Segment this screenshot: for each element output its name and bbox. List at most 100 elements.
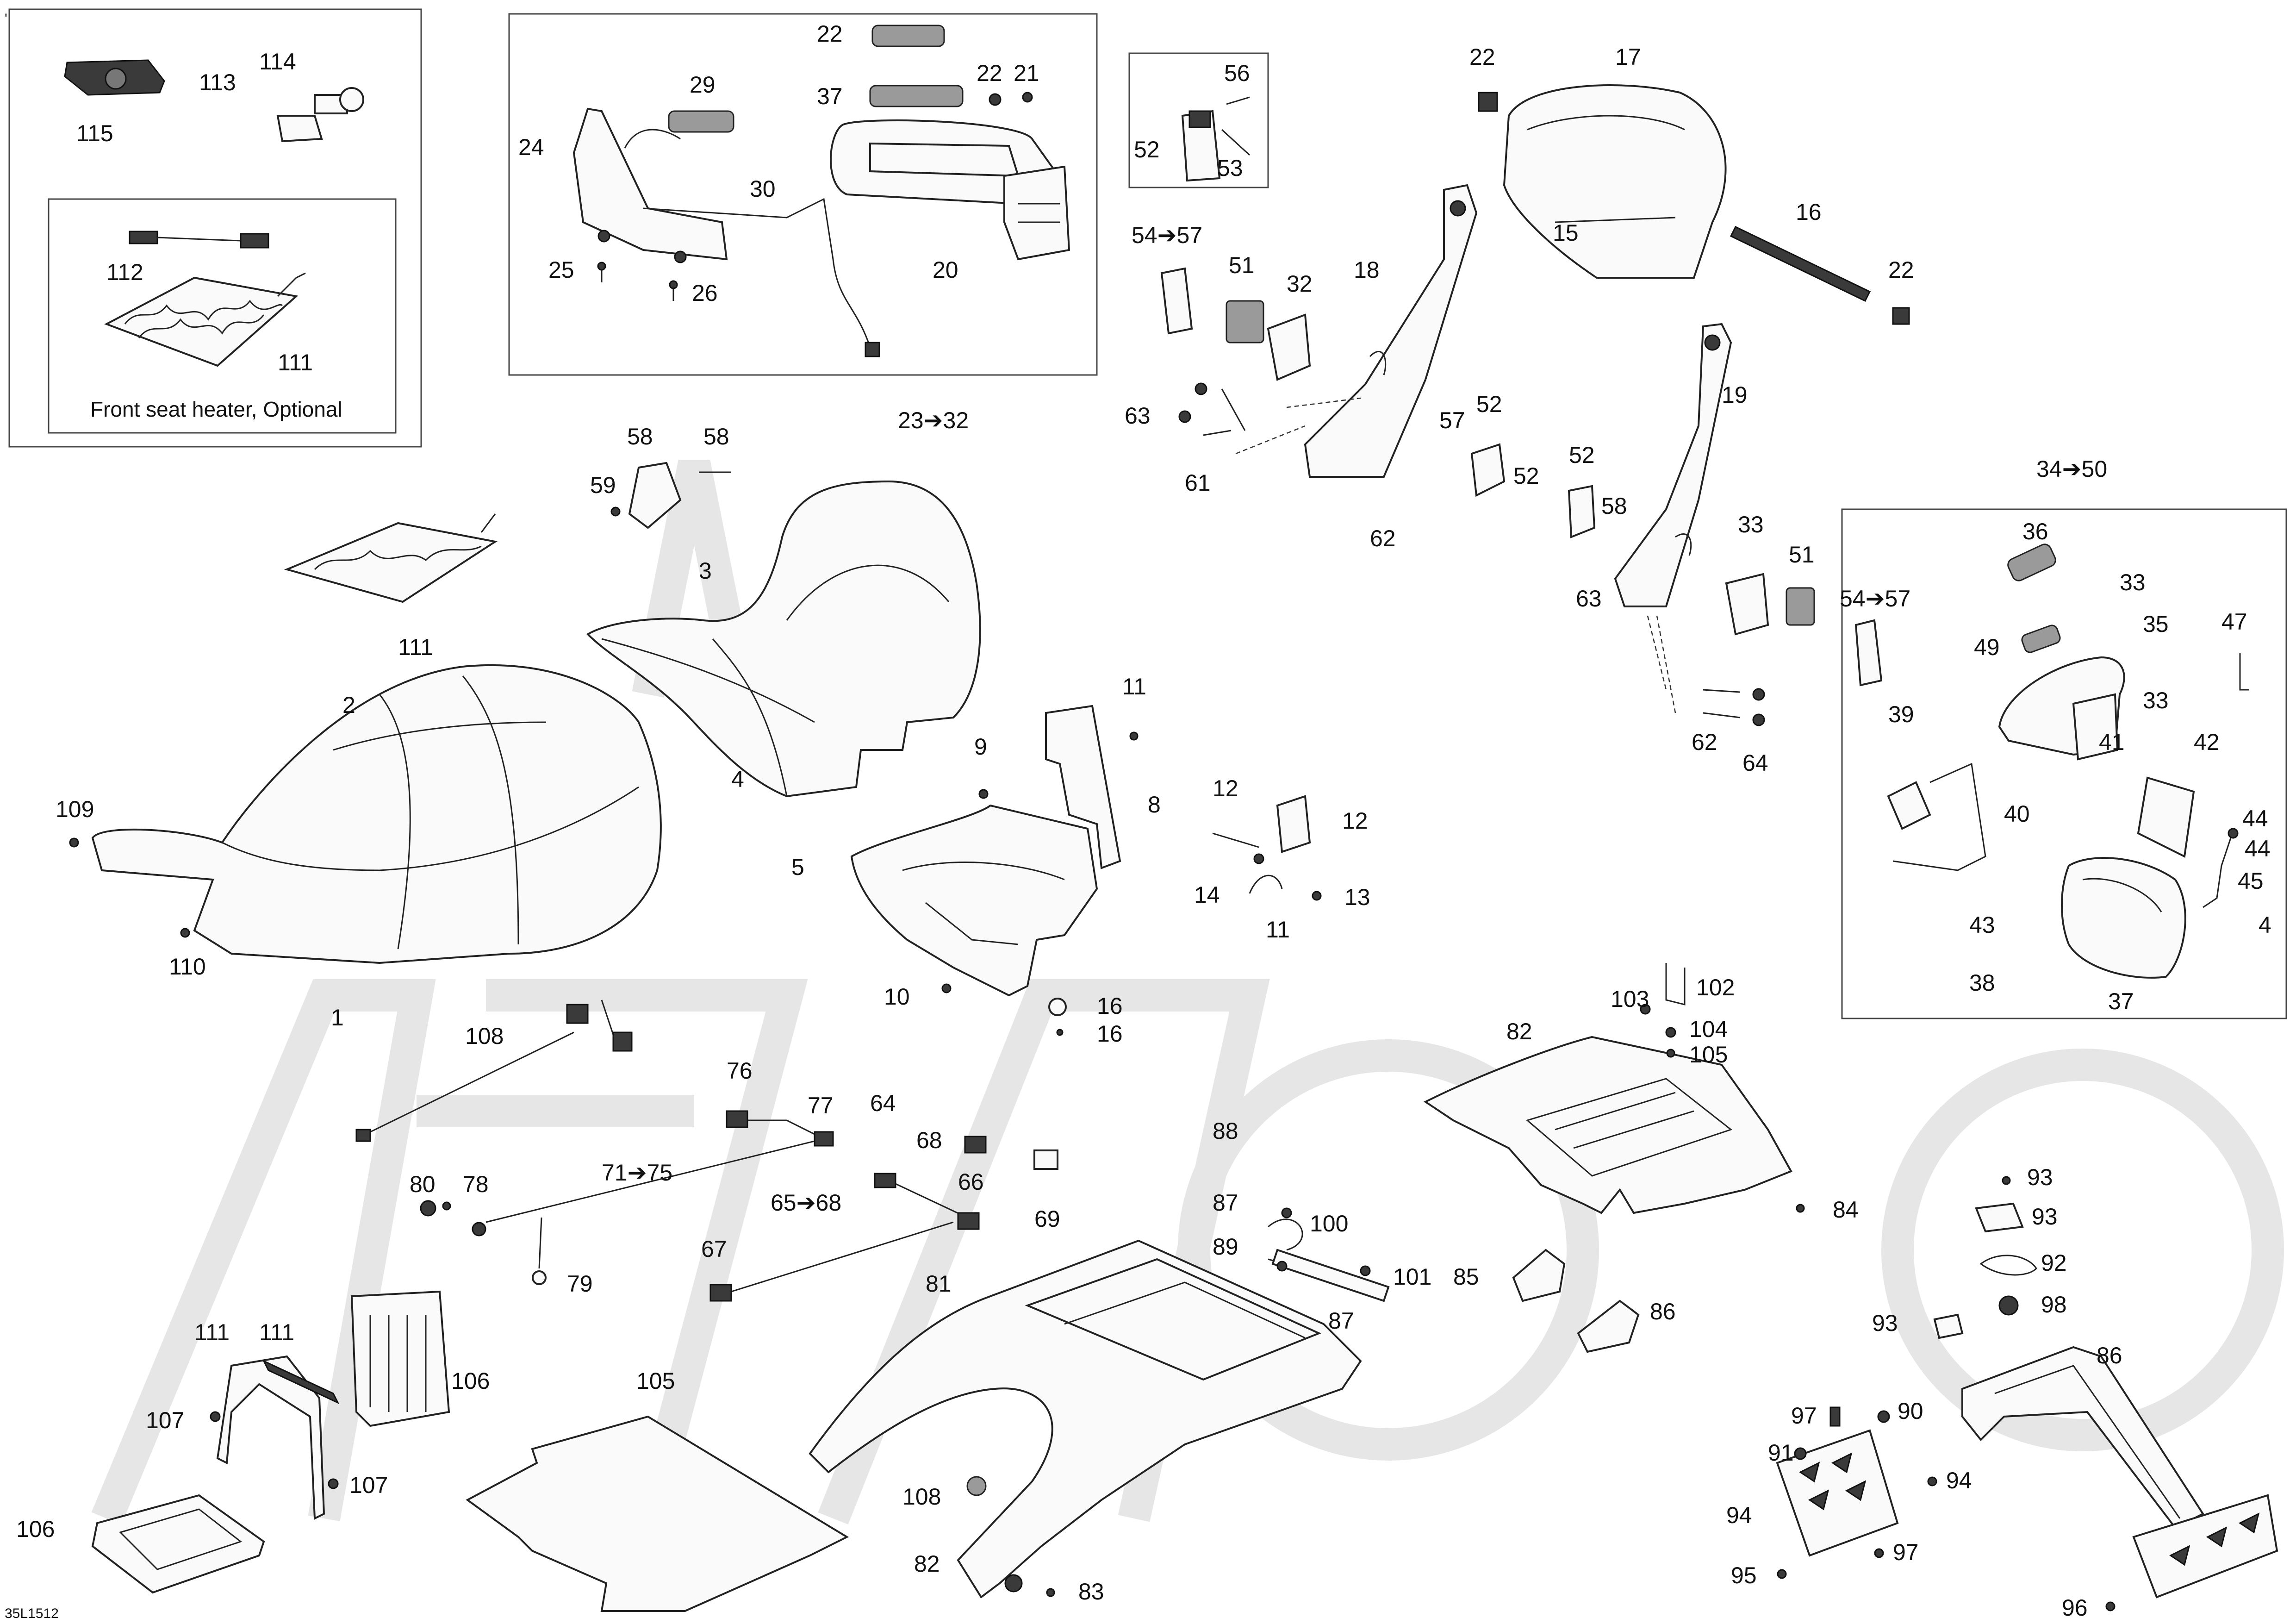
part-77-trunk-base <box>809 1239 1362 1599</box>
callout-82-b: 86 <box>1650 1299 1676 1324</box>
callout-86-a: 88 <box>1213 1118 1238 1144</box>
callout-64-b: 64 <box>1742 750 1768 776</box>
callout-105-a: 107 <box>146 1407 184 1433</box>
part-108-109-bracket <box>216 1355 340 1520</box>
callout-15: 16 <box>1097 993 1123 1019</box>
callout-58-a: 57 <box>1439 407 1465 433</box>
part-5-tray <box>850 804 1098 997</box>
callout-20: 18 <box>1354 257 1380 283</box>
callout-59: 58 <box>627 424 653 450</box>
callout-106: 108 <box>902 1484 941 1510</box>
part-45-47-cable <box>2203 828 2239 908</box>
callout-53: 52 <box>1513 463 1539 489</box>
callout-110: 108 <box>465 1023 504 1049</box>
callout-80: 83 <box>1078 1579 1104 1605</box>
part-111-heater-pad-large <box>284 513 498 603</box>
callout-81: 84 <box>1833 1197 1859 1223</box>
callout-94: 97 <box>1791 1403 1817 1429</box>
part-111-heater-pad-small <box>104 272 306 367</box>
callout-93-a: 94 <box>1946 1468 1972 1493</box>
part-83-lower-plate <box>2132 1494 2278 1599</box>
callout-97-a: 100 <box>1310 1211 1348 1237</box>
optional-caption: Front seat heater, Optional <box>90 397 342 421</box>
part-110-harness <box>355 999 633 1142</box>
part-6-plate <box>1045 705 1121 869</box>
callout-101: 105 <box>1689 1042 1728 1068</box>
callout-52-b: 52 <box>1569 442 1595 468</box>
reference-code: 35L1512 <box>5 1606 59 1621</box>
part-28-bracket <box>572 107 728 263</box>
part-103-box <box>350 1290 450 1427</box>
callout-42: 40 <box>2004 801 2030 827</box>
range-71-75: 71➔75 <box>602 1160 672 1186</box>
callout-104: 106 <box>16 1516 55 1542</box>
part-21-bracket <box>1614 323 1732 607</box>
callout-112: 112 <box>106 259 143 285</box>
callout-12: 12 <box>1213 775 1238 801</box>
part-55-clip <box>1181 110 1221 182</box>
callout-30: 29 <box>690 72 716 98</box>
part-98-101-ubolt <box>1640 963 1686 1058</box>
callout-9: 11 <box>1122 674 1146 700</box>
callout-96: 98 <box>2041 1292 2067 1318</box>
part-24-grab-handle <box>830 119 1070 261</box>
callout-63-a: 62 <box>1370 525 1396 551</box>
part-49-bracket <box>2239 653 2249 691</box>
callout-36: 33 <box>2120 569 2146 595</box>
callout-27: 22 <box>817 21 843 47</box>
part-1-2-rider-seat <box>91 664 662 964</box>
part-92-bracket <box>1776 1429 1899 1557</box>
part-115-switch-cover <box>64 59 165 96</box>
callout-55: 52 <box>1134 137 1160 162</box>
callout-99: 103 <box>1611 986 1649 1012</box>
kit-54-57-box <box>1128 52 1269 188</box>
part-62-64-hardware <box>1178 382 1765 726</box>
part-104-frame <box>91 1494 265 1594</box>
callout-62-b: 62 <box>1692 729 1717 755</box>
callout-22-a: 22 <box>1469 44 1495 70</box>
part-22-bolts <box>1478 92 1910 325</box>
corner-mark: ' <box>5 11 7 26</box>
part-82-brackets <box>1512 1249 1640 1353</box>
callout-4-a: 4 <box>731 766 744 792</box>
part-31-harness <box>624 129 880 357</box>
part-79-80-106 <box>1004 1574 1055 1597</box>
callout-97-b: 101 <box>1393 1264 1431 1290</box>
part-38-50-grips <box>2007 543 2061 653</box>
callout-47: 45 <box>2238 868 2264 894</box>
part-56-57-screws <box>1221 96 1251 156</box>
part-65-68-harness <box>709 1173 980 1302</box>
part-87-93-94-95 <box>1777 1406 2116 1612</box>
callout-111-b: 111 <box>398 634 433 660</box>
callout-107-b: 110 <box>169 954 206 980</box>
part-59-60-61-strap <box>610 462 731 529</box>
callout-58-b: 58 <box>1601 493 1627 519</box>
callout-75: 79 <box>567 1271 593 1297</box>
part-71-75-harness <box>472 1110 834 1285</box>
part-107-screws <box>69 837 190 938</box>
part-19-17-backrest <box>1503 84 1727 279</box>
part-25-26-nuts <box>989 92 1033 106</box>
part-81-screw <box>1796 1204 1805 1213</box>
callout-73: 77 <box>808 1093 834 1118</box>
callout-45: 44 <box>2245 836 2271 862</box>
callout-37: 35 <box>2143 611 2169 637</box>
part-43-bracket <box>2137 776 2195 858</box>
part-35-handle <box>1998 656 2125 761</box>
part-39-cover <box>2061 857 2186 979</box>
callout-11: 11 <box>1266 917 1290 943</box>
range-54-57-b: 54➔57 <box>1840 586 1910 612</box>
part-88-90-91-96 <box>1975 1176 2037 1316</box>
callout-22-b: 22 <box>1888 257 1914 283</box>
part-51-33-latches-lower <box>1725 573 1883 687</box>
callout-108: 111 <box>194 1319 230 1345</box>
callout-66: 64 <box>870 1090 896 1116</box>
seat-heater-box <box>48 198 397 434</box>
part-3-4-passenger-seat <box>586 480 981 798</box>
callout-100: 104 <box>1689 1016 1728 1042</box>
callout-57: 56 <box>1224 60 1250 86</box>
callout-102: 105 <box>636 1368 675 1394</box>
accessory-box <box>8 8 422 448</box>
callout-95: 97 <box>1893 1539 1919 1565</box>
callout-39: 37 <box>2108 988 2134 1014</box>
